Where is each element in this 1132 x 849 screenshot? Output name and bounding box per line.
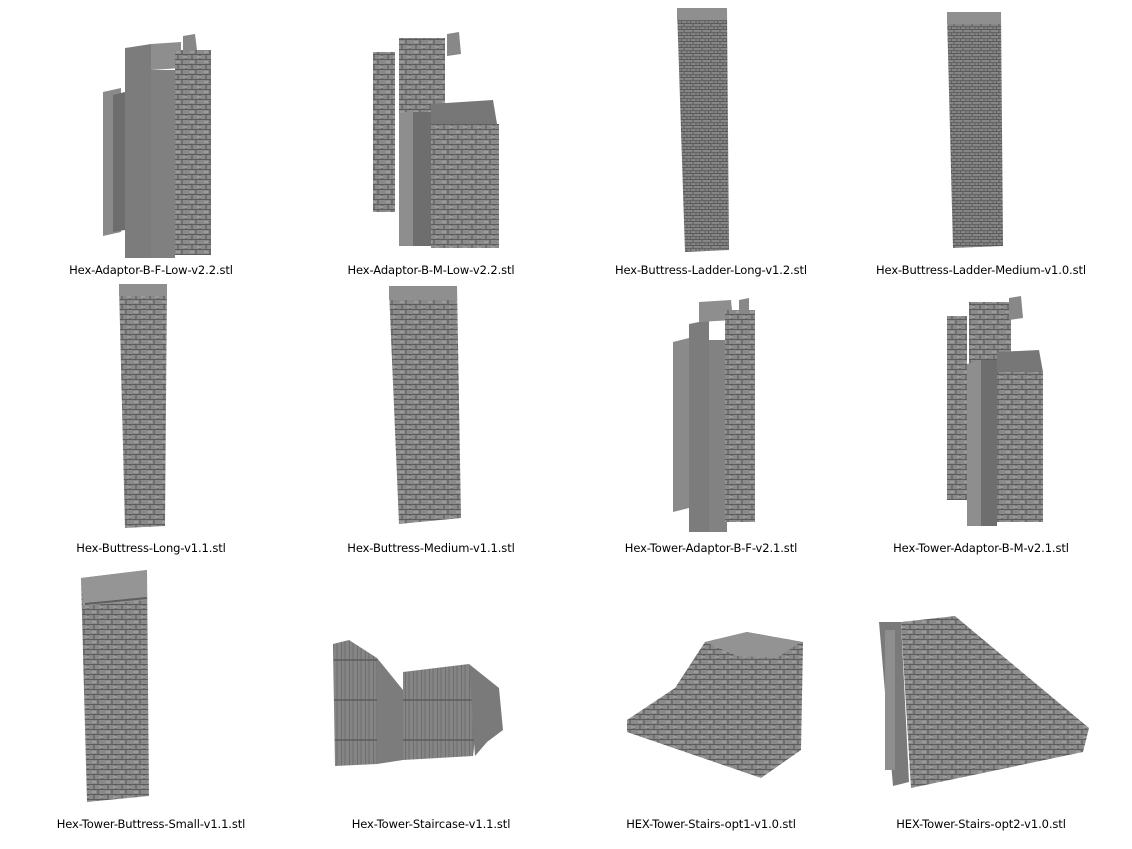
file-item[interactable]: Hex-Tower-Adaptor-B-M-v2.1.stl <box>851 280 1111 556</box>
file-name: Hex-Tower-Staircase-v1.1.stl <box>351 817 511 831</box>
file-name: Hex-Adaptor-B-M-Low-v2.2.stl <box>347 263 515 277</box>
file-item[interactable]: Hex-Tower-Staircase-v1.1.stl <box>301 560 561 836</box>
file-name: Hex-Buttress-Ladder-Long-v1.2.stl <box>614 263 808 277</box>
file-name: HEX-Tower-Stairs-opt2-v1.0.stl <box>896 817 1066 831</box>
adaptor-bf-low-model-icon <box>103 34 211 258</box>
stl-thumbnail <box>851 0 1111 258</box>
file-name: Hex-Tower-Adaptor-B-F-v2.1.stl <box>624 541 798 555</box>
file-name: Hex-Adaptor-B-F-Low-v2.2.stl <box>69 263 233 277</box>
adaptor-bm-low-model-icon <box>373 32 499 248</box>
file-item[interactable]: Hex-Tower-Adaptor-B-F-v2.1.stl <box>581 280 841 556</box>
tower-adaptor-bf-model-icon <box>673 298 755 532</box>
stl-thumbnail <box>21 560 281 818</box>
tower-staircase-model-icon <box>333 640 503 766</box>
stl-thumbnail <box>21 0 281 258</box>
tower-buttress-small-model-icon <box>81 570 149 802</box>
file-item[interactable]: Hex-Buttress-Long-v1.1.stl <box>21 280 281 556</box>
stl-thumbnail <box>581 560 841 818</box>
file-item[interactable]: Hex-Buttress-Medium-v1.1.stl <box>301 280 561 556</box>
file-item[interactable]: Hex-Tower-Buttress-Small-v1.1.stl <box>21 560 281 836</box>
file-item[interactable]: Hex-Adaptor-B-M-Low-v2.2.stl <box>301 0 561 277</box>
file-item[interactable]: Hex-Buttress-Ladder-Medium-v1.0.stl <box>851 0 1111 277</box>
file-item-label: HEX-Tower-Stairs-opt1-v1.0.stl <box>626 817 796 831</box>
file-item[interactable]: Hex-Adaptor-B-F-Low-v2.2.stl <box>21 0 281 277</box>
buttress-ladder-medium-model-icon <box>947 12 1003 248</box>
buttress-ladder-long-model-icon <box>677 8 729 252</box>
tower-stairs-opt2-model-icon <box>879 616 1089 788</box>
stl-thumbnail <box>581 280 841 538</box>
file-name: Hex-Tower-Adaptor-B-M-v2.1.stl <box>893 541 1069 555</box>
tower-stairs-opt1-model-icon <box>627 632 803 778</box>
file-name: Hex-Buttress-Medium-v1.1.stl <box>347 541 515 555</box>
stl-thumbnail <box>301 560 561 818</box>
file-name: Hex-Buttress-Long-v1.1.stl <box>76 541 226 555</box>
file-name: Hex-Buttress-Ladder-Medium-v1.0.stl <box>876 263 1086 277</box>
stl-thumbnail <box>581 0 841 258</box>
file-item[interactable]: Hex-Buttress-Ladder-Long-v1.2.stl <box>581 0 841 277</box>
file-name: Hex-Tower-Buttress-Small-v1.1.stl <box>56 817 246 831</box>
stl-thumbnail <box>301 280 561 538</box>
stl-thumbnail <box>21 280 281 538</box>
buttress-long-model-icon <box>119 284 167 528</box>
buttress-medium-model-icon <box>389 286 461 524</box>
stl-thumbnail <box>851 560 1111 818</box>
file-item[interactable]: HEX-Tower-Stairs-opt2-v1.0.stl <box>851 560 1111 836</box>
file-item[interactable]: HEX-Tower-Stairs-opt1-v1.0.stl <box>581 560 841 836</box>
tower-adaptor-bm-model-icon <box>947 296 1043 526</box>
stl-thumbnail <box>301 0 561 258</box>
stl-thumbnail <box>851 280 1111 538</box>
